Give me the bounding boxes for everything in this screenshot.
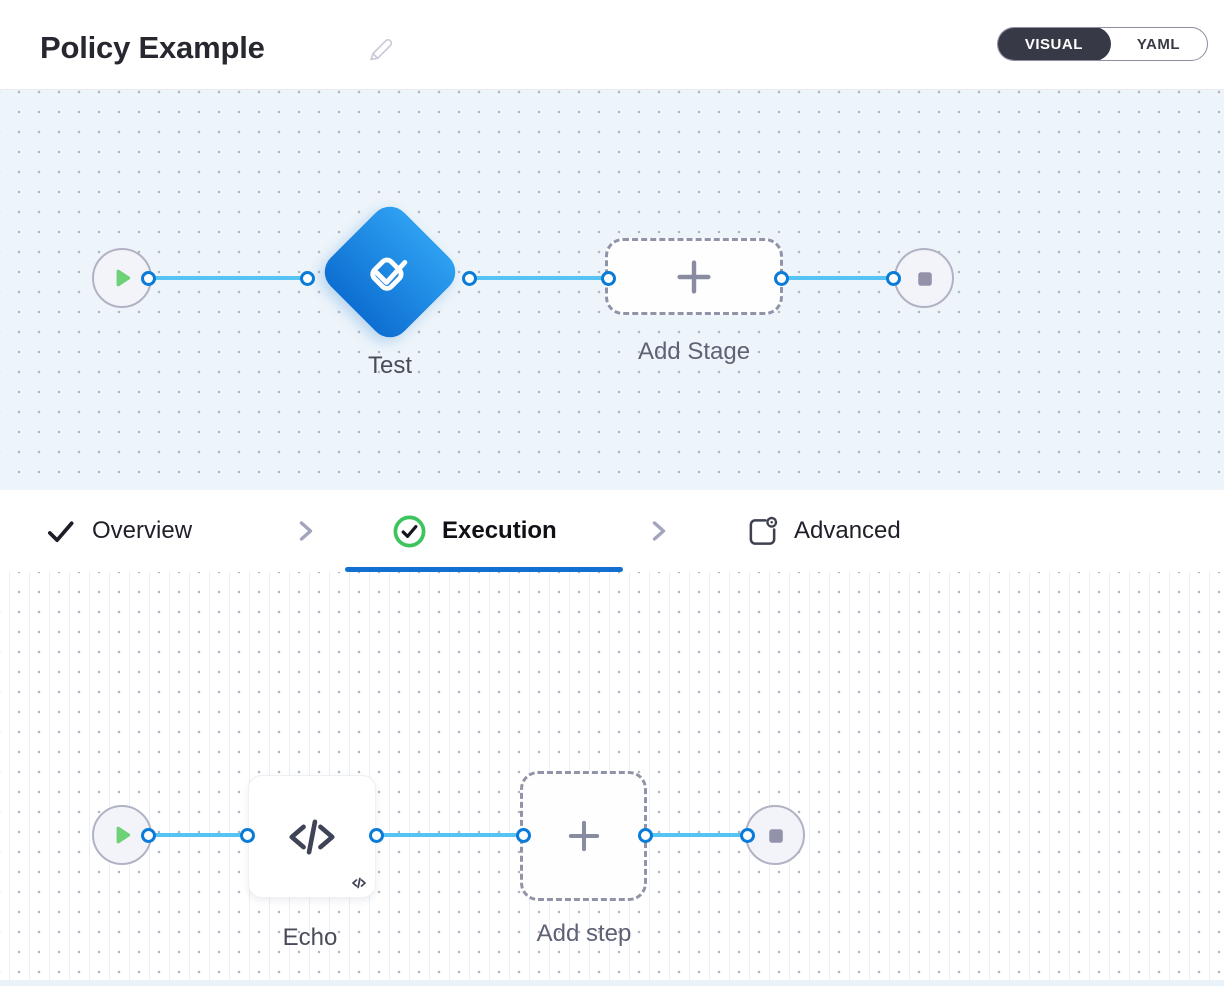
- step-type-code-icon: [351, 875, 367, 891]
- tab-label: Advanced: [794, 517, 901, 544]
- toggle-visual-button[interactable]: VISUAL: [997, 28, 1111, 60]
- add-step-button[interactable]: [520, 771, 647, 901]
- toggle-yaml-button[interactable]: YAML: [1136, 35, 1180, 53]
- connector-port[interactable]: [773, 270, 789, 286]
- connector-port[interactable]: [739, 827, 755, 843]
- connector-line: [469, 276, 608, 280]
- stage-tabbar: Overview Execution Advanced: [0, 490, 1224, 572]
- connector-port[interactable]: [515, 827, 531, 843]
- edit-pencil-icon[interactable]: [366, 36, 394, 64]
- code-icon: [285, 810, 339, 864]
- tab-execution[interactable]: Execution: [392, 490, 557, 572]
- execution-step-canvas[interactable]: Echo Add step: [0, 572, 1224, 980]
- stage-node-test[interactable]: [316, 198, 464, 346]
- connector-line: [376, 833, 523, 837]
- step-node-echo[interactable]: [248, 775, 376, 898]
- visual-yaml-toggle: VISUAL YAML: [996, 27, 1208, 61]
- active-tab-underline: [345, 567, 623, 572]
- add-stage-label: Add Stage: [637, 338, 751, 365]
- check-icon: [44, 515, 77, 548]
- tab-advanced[interactable]: Advanced: [746, 490, 901, 572]
- connector-line: [148, 833, 247, 837]
- connector-line: [781, 276, 893, 280]
- step-end-node[interactable]: [745, 805, 805, 865]
- page-title: Policy Example: [40, 30, 265, 65]
- chevron-right-icon: [645, 518, 671, 544]
- stop-icon: [912, 266, 937, 291]
- add-step-label: Add step: [536, 920, 632, 947]
- connector-port[interactable]: [239, 827, 255, 843]
- connector-port[interactable]: [140, 827, 156, 843]
- connector-port[interactable]: [885, 270, 901, 286]
- plus-icon: [563, 815, 605, 857]
- connector-port[interactable]: [637, 827, 653, 843]
- step-label: Echo: [282, 924, 338, 951]
- bottom-canvas-strip: [0, 980, 1224, 986]
- page-header: Policy Example VISUAL YAML: [0, 0, 1224, 90]
- plus-icon: [671, 254, 717, 300]
- connector-line: [148, 276, 307, 280]
- play-icon: [109, 265, 135, 291]
- connector-port[interactable]: [299, 270, 315, 286]
- connector-port[interactable]: [600, 270, 616, 286]
- check-circle-icon: [392, 514, 427, 549]
- connector-line: [645, 833, 747, 837]
- stop-icon: [763, 823, 788, 848]
- connector-port[interactable]: [368, 827, 384, 843]
- connector-port[interactable]: [140, 270, 156, 286]
- pipeline-end-node[interactable]: [894, 248, 954, 308]
- chevron-right-icon: [292, 518, 318, 544]
- connector-port[interactable]: [461, 270, 477, 286]
- stage-canvas[interactable]: Test Add Stage: [0, 90, 1224, 490]
- advanced-settings-icon: [746, 515, 779, 548]
- add-stage-button[interactable]: [605, 238, 783, 315]
- tab-label: Overview: [92, 517, 193, 544]
- tab-overview[interactable]: Overview: [44, 490, 192, 572]
- play-icon: [109, 822, 135, 848]
- test-check-icon: [362, 244, 418, 300]
- stage-label: Test: [367, 352, 412, 379]
- tab-label: Execution: [442, 517, 557, 544]
